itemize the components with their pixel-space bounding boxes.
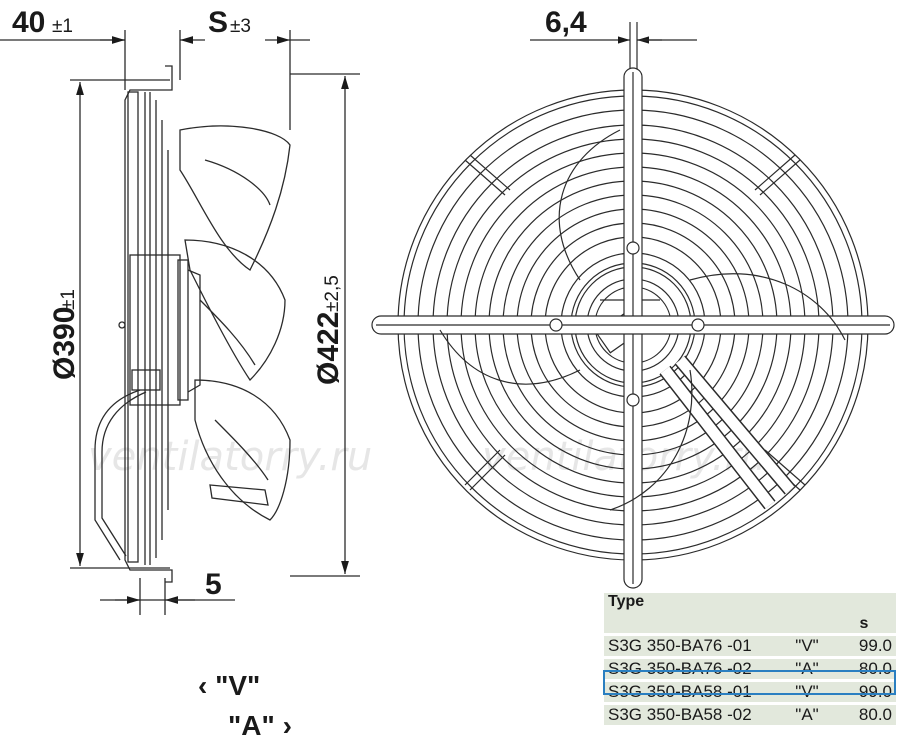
table-header: Type s [604,593,896,633]
row-model: S3G 350-BA76 -01 [604,636,782,656]
dim-390: Ø390 [48,307,81,380]
table-row-selected[interactable]: S3G 350-BA76 -02 "A" 80.0 [604,659,896,679]
row-mode: "A" [782,705,832,725]
header-s: s [832,593,896,633]
row-mode: "V" [782,636,832,656]
table-row[interactable]: S3G 350-BA58 -01 "V" 99.0 [604,682,896,702]
dim-6-4: 6,4 [545,6,587,39]
dim-s: S [208,6,228,39]
watermark-left: ventilatorry.ru [88,434,372,480]
table-row[interactable]: S3G 350-BA76 -01 "V" 99.0 [604,636,896,656]
table-row[interactable]: S3G 350-BA58 -02 "A" 80.0 [604,705,896,725]
dim-422: Ø422 [312,312,345,385]
chevron-right-icon: › [282,710,292,741]
header-type: Type [604,593,832,633]
row-model: S3G 350-BA58 -01 [604,682,782,702]
rotation-v-label: ‹ "V" [198,670,261,701]
dim-s-tolerance: ±3 [230,16,251,37]
dim-422-tolerance: ±2,5 [322,275,343,312]
chevron-left-icon: ‹ [198,670,208,701]
row-s: 99.0 [832,682,896,702]
rotation-a-label: "A" › [228,710,292,741]
dim-40-tolerance: ±1 [52,16,73,37]
dim-390-tolerance: ±1 [58,289,79,310]
row-s: 80.0 [832,705,896,725]
dim-5: 5 [205,568,222,601]
row-mode: "A" [782,659,832,679]
dim-40: 40 [12,6,45,39]
row-model: S3G 350-BA76 -02 [604,659,782,679]
front-view [371,22,895,589]
row-s: 80.0 [832,659,896,679]
side-view [0,30,360,615]
row-model: S3G 350-BA58 -02 [604,705,782,725]
type-table: Type s S3G 350-BA76 -01 "V" 99.0 S3G 350… [604,590,896,728]
row-s: 99.0 [832,636,896,656]
row-mode: "V" [782,682,832,702]
